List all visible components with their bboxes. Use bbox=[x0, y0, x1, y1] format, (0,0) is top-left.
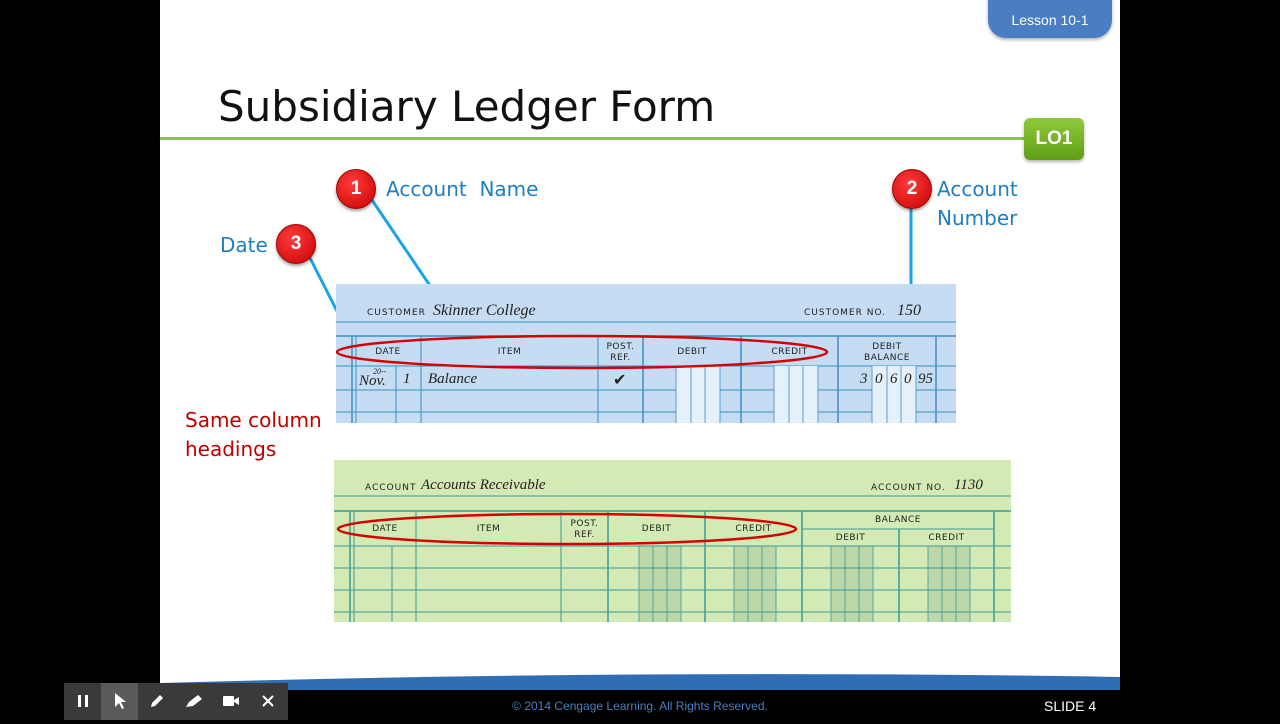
callout-3-badge: 3 bbox=[276, 224, 316, 264]
customer-header-item: ITEM bbox=[497, 347, 522, 357]
bottom-swoosh bbox=[160, 674, 1120, 690]
row-month: Nov. bbox=[359, 373, 386, 389]
customer-name: Skinner College bbox=[433, 302, 536, 319]
account-header-item: ITEM bbox=[476, 524, 501, 534]
customer-header-credit: CREDIT bbox=[771, 347, 808, 357]
customer-header-debit: DEBIT bbox=[677, 347, 707, 357]
account-header-balance-credit: CREDIT bbox=[928, 533, 965, 543]
camera-button[interactable] bbox=[212, 683, 249, 720]
account-header-balance: BALANCE bbox=[875, 515, 921, 525]
customer-label: CUSTOMER bbox=[367, 308, 426, 318]
customer-header-post-ref-2: REF. bbox=[610, 353, 631, 363]
balance-digit-3: 6 bbox=[890, 371, 898, 387]
pen-button[interactable] bbox=[138, 683, 175, 720]
row-post-ref-checkmark: ✔ bbox=[613, 372, 627, 389]
pause-button[interactable] bbox=[64, 683, 101, 720]
lo-badge: LO1 bbox=[1024, 118, 1084, 160]
customer-no: 150 bbox=[897, 302, 921, 319]
account-header-post-ref-1: POST. bbox=[570, 519, 599, 529]
pause-icon bbox=[77, 695, 88, 707]
balance-digit-2: 0 bbox=[875, 371, 883, 387]
slide: Lesson 10-1 Subsidiary Ledger Form LO1 1… bbox=[160, 0, 1120, 690]
account-header-debit: DEBIT bbox=[641, 524, 672, 534]
presentation-toolbar bbox=[64, 683, 288, 720]
account-header-date: DATE bbox=[372, 524, 398, 534]
account-form-lines bbox=[334, 495, 1011, 622]
slide-title: Subsidiary Ledger Form bbox=[218, 82, 716, 131]
balance-digit-1: 3 bbox=[860, 371, 868, 387]
same-columns-label-2: headings bbox=[185, 437, 277, 461]
account-header-credit: CREDIT bbox=[735, 524, 772, 534]
callout-2-label-2: Number bbox=[937, 206, 1018, 230]
callout-2-badge: 2 bbox=[892, 169, 932, 209]
customer-headings-highlight bbox=[336, 334, 829, 370]
camera-icon bbox=[222, 696, 239, 706]
balance-cents: 95 bbox=[918, 371, 933, 387]
copyright-text: © 2014 Cengage Learning. All Rights Rese… bbox=[512, 699, 768, 713]
account-label: ACCOUNT bbox=[365, 483, 417, 493]
highlighter-icon bbox=[185, 695, 202, 707]
customer-header-post-ref-1: POST. bbox=[606, 342, 635, 352]
pointer-button[interactable] bbox=[101, 683, 138, 720]
account-ledger-form: ACCOUNT Accounts Receivable ACCOUNT NO. … bbox=[334, 460, 1011, 622]
customer-ledger-form: CUSTOMER Skinner College CUSTOMER NO. 15… bbox=[336, 284, 956, 423]
pointer-icon bbox=[114, 693, 126, 709]
customer-no-label: CUSTOMER NO. bbox=[804, 308, 887, 318]
account-name: Accounts Receivable bbox=[421, 477, 546, 493]
account-no-label: ACCOUNT NO. bbox=[871, 483, 946, 493]
account-header-post-ref-2: REF. bbox=[574, 530, 595, 540]
callout-1-label: Account Name bbox=[386, 177, 539, 201]
arrow-account-name bbox=[370, 199, 439, 298]
callout-2-label-1: Account bbox=[937, 177, 1018, 201]
account-no: 1130 bbox=[954, 477, 983, 493]
close-button[interactable] bbox=[249, 683, 286, 720]
customer-form-lines bbox=[336, 321, 956, 423]
balance-digit-4: 0 bbox=[904, 371, 912, 387]
customer-header-debit-balance-2: BALANCE bbox=[864, 353, 910, 363]
customer-header-debit-balance-1: DEBIT bbox=[872, 342, 902, 352]
same-columns-label-1: Same column bbox=[185, 408, 322, 432]
account-header-balance-debit: DEBIT bbox=[835, 533, 866, 543]
row-year: 20-- bbox=[373, 367, 387, 376]
title-underline bbox=[160, 137, 1060, 140]
highlighter-button[interactable] bbox=[175, 683, 212, 720]
pen-icon bbox=[150, 695, 163, 707]
close-icon bbox=[261, 695, 274, 707]
lesson-tab: Lesson 10-1 bbox=[988, 0, 1112, 38]
callout-1-badge: 1 bbox=[336, 169, 376, 209]
slide-number: SLIDE 4 bbox=[1044, 698, 1097, 714]
account-headings-highlight bbox=[336, 512, 798, 546]
row-item: Balance bbox=[428, 371, 478, 387]
customer-header-date: DATE bbox=[375, 347, 401, 357]
row-day: 1 bbox=[403, 371, 411, 387]
callout-3-label: Date bbox=[220, 233, 268, 257]
